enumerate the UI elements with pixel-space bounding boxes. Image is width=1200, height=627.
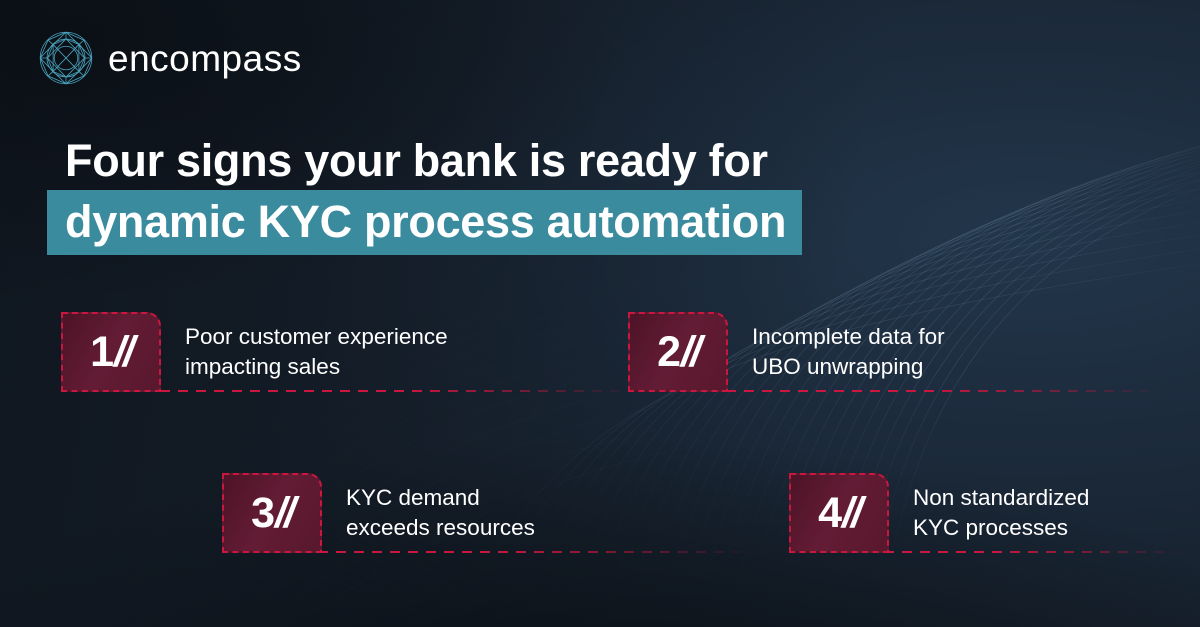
sign-text-1-line-2: impacting sales [185,354,341,379]
sign-item-2: 2// Incomplete data for UBO unwrapping [628,312,945,392]
sign-text-1: Poor customer experience impacting sales [185,322,448,382]
brand-wordmark: encompass [108,37,302,79]
sign-number-4: 4// [818,488,863,537]
slash-icon: // [842,488,863,537]
sign-item-4: 4// Non standardized KYC processes [789,473,1089,553]
brand-logo[interactable]: encompass [38,30,302,86]
sign-number-badge-4: 4// [789,473,889,553]
sign-text-4: Non standardized KYC processes [913,483,1089,543]
gem-circle-icon [39,31,93,85]
slash-icon: // [275,488,296,537]
sign-number-1: 1// [90,327,135,376]
sign-number-badge-3: 3// [222,473,322,553]
sign-item-1: 1// Poor customer experience impacting s… [61,312,448,392]
dashed-rail-sign-3 [300,551,800,553]
sign-number-badge-1: 1// [61,312,161,392]
sign-text-3-line-2: exceeds resources [346,515,535,540]
headline-line-2-wrapper: dynamic KYC process automation [47,190,947,256]
dashed-rail-sign-1 [160,390,640,392]
page-title: Four signs your bank is ready for dynami… [47,135,947,256]
sign-text-1-line-1: Poor customer experience [185,324,448,350]
sign-number-3: 3// [251,488,296,537]
slash-icon: // [681,327,702,376]
sign-item-3: 3// KYC demand exceeds resources [222,473,535,553]
headline-line-2-highlighted: dynamic KYC process automation [47,190,803,256]
sign-text-2: Incomplete data for UBO unwrapping [752,322,945,382]
sign-text-3-line-1: KYC demand [346,485,480,511]
sign-text-3: KYC demand exceeds resources [346,483,535,543]
sign-number-2: 2// [657,327,702,376]
slash-icon: // [114,327,135,376]
sign-text-4-line-1: Non standardized [913,485,1090,511]
sign-number-badge-2: 2// [628,312,728,392]
sign-text-2-line-1: Incomplete data for [752,324,945,350]
headline-line-1: Four signs your bank is ready for [65,135,768,186]
dashed-rail-sign-4 [884,551,1200,553]
dashed-rail-sign-2 [726,390,1196,392]
sign-text-4-line-2: KYC processes [913,515,1069,540]
sign-text-2-line-2: UBO unwrapping [752,354,924,379]
